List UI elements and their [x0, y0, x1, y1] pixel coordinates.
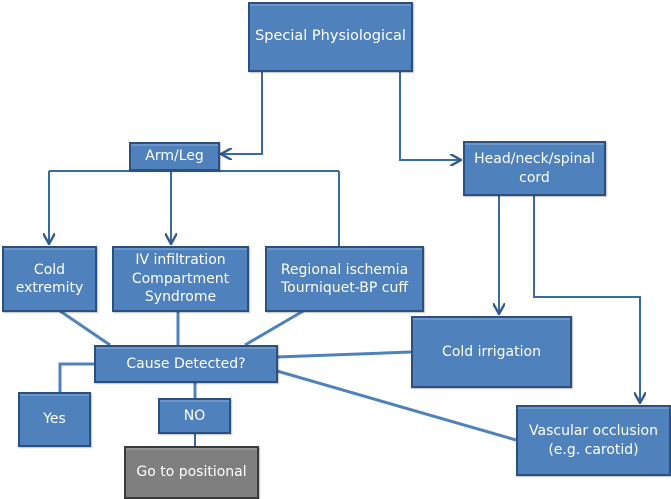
- node-head-neck-spinal-cord: Head/neck/spinal cord: [463, 141, 606, 196]
- node-yes: Yes: [18, 392, 91, 447]
- edge-vascular-to-cause: [276, 369, 517, 442]
- node-cold-extremity: Cold extremity: [2, 246, 97, 312]
- node-label: Vascular occlusion (e.g. carotid): [529, 423, 658, 458]
- node-go-to-positional: Go to positional: [124, 446, 259, 499]
- node-label: Arm/Leg: [145, 148, 204, 165]
- node-label: NO: [183, 407, 206, 424]
- node-label: Cause Detected?: [126, 355, 246, 372]
- node-label: IV infiltration Compartment Syndrome: [131, 252, 230, 306]
- node-iv-infiltration: IV infiltration Compartment Syndrome: [112, 246, 249, 312]
- edge-head-neck-to-vascular: [533, 195, 640, 403]
- node-special-physiological: Special Physiological: [248, 2, 413, 72]
- edge-root-to-arm-leg: [221, 70, 263, 154]
- node-label: Head/neck/spinal cord: [474, 151, 595, 186]
- edge-cold-irrigation-to-cause: [276, 350, 412, 359]
- node-no: NO: [158, 398, 231, 434]
- node-cause-detected: Cause Detected?: [94, 345, 278, 383]
- node-label: Yes: [43, 411, 66, 428]
- node-cold-irrigation: Cold irrigation: [411, 316, 572, 388]
- node-label: Regional ischemia Tourniquet-BP cuff: [280, 261, 409, 296]
- edge-cause-to-yes: [58, 362, 94, 392]
- node-label: Special Physiological: [255, 28, 406, 45]
- node-label: Cold extremity: [15, 261, 84, 296]
- node-label: Go to positional: [136, 464, 247, 481]
- edge-cold-extremity-to-cause: [59, 309, 111, 347]
- edge-root-to-head-neck: [399, 70, 461, 160]
- node-vascular-occlusion: Vascular occlusion (e.g. carotid): [516, 405, 671, 476]
- node-arm-leg: Arm/Leg: [129, 142, 220, 171]
- node-regional-ischemia: Regional ischemia Tourniquet-BP cuff: [265, 246, 424, 312]
- node-label: Cold irrigation: [442, 343, 541, 360]
